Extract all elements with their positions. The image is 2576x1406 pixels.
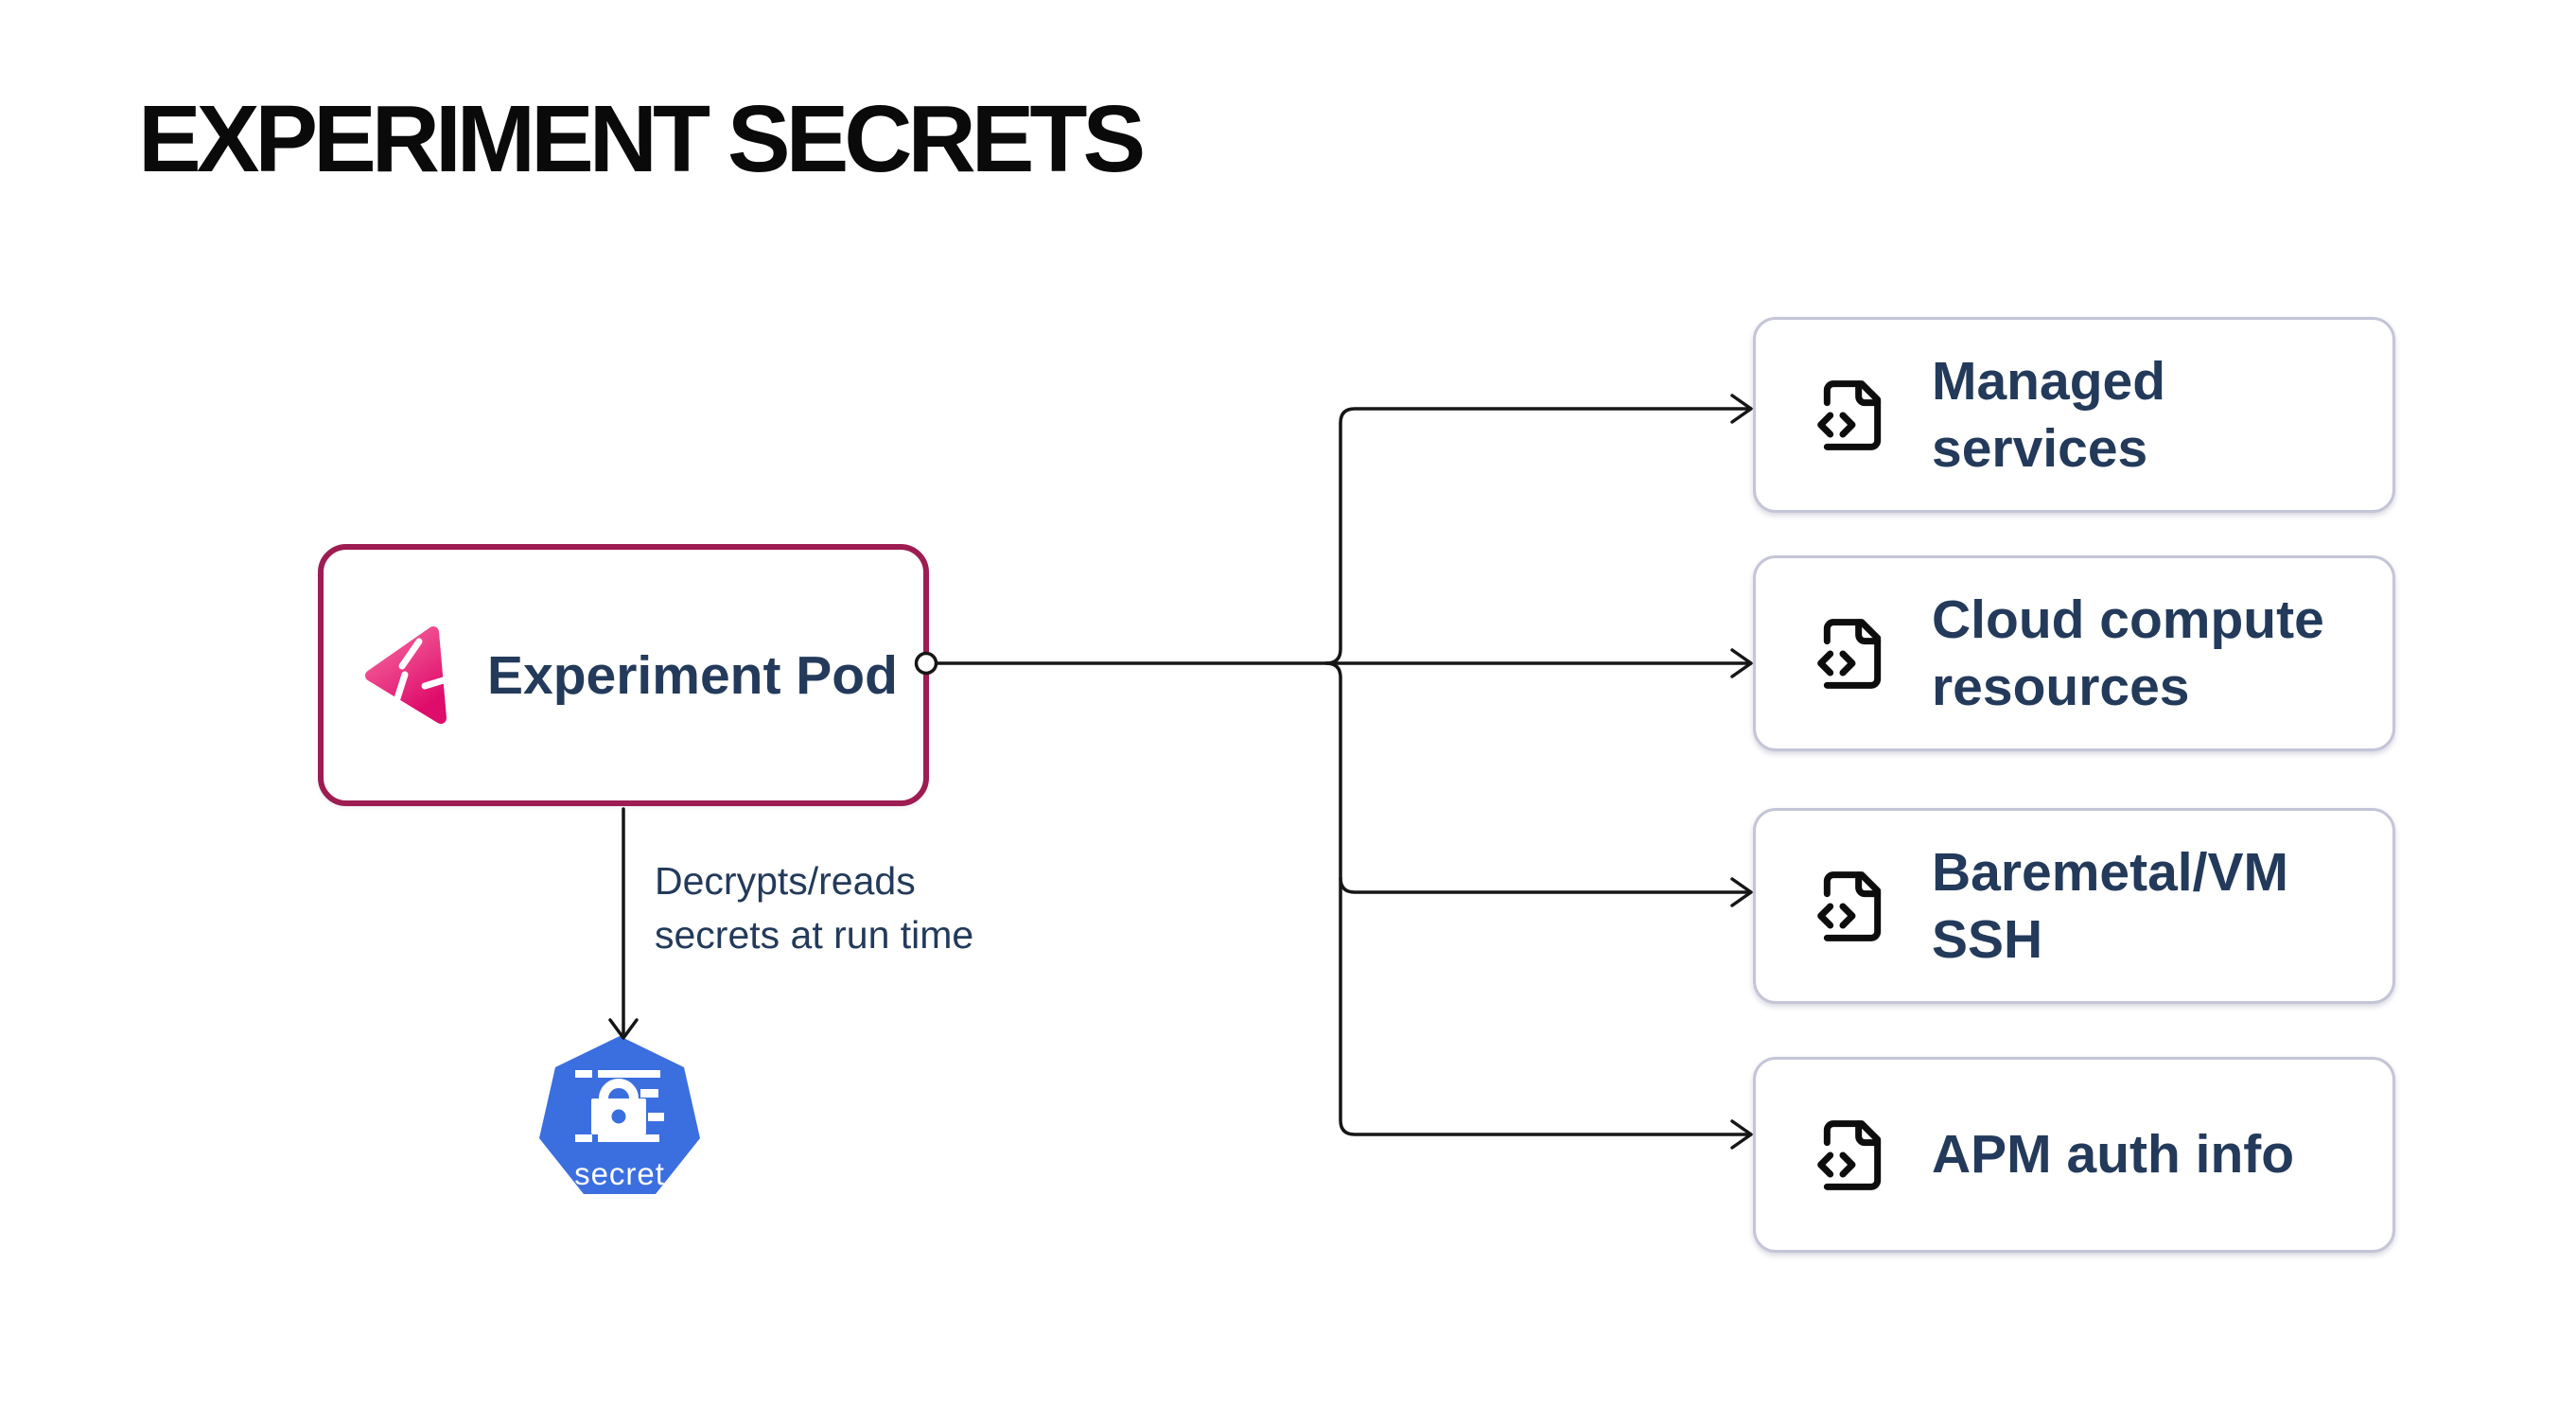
wire-to-managed-services [1324, 407, 1749, 665]
arrowhead-icon [1730, 1119, 1753, 1150]
wire-to-baremetal-ssh [1339, 876, 1749, 894]
target-label: APM auth info [1932, 1124, 2295, 1185]
arrowhead-icon [1730, 877, 1753, 907]
secret-lock-icon [575, 1070, 664, 1142]
edge-label: Decrypts/reads secrets at run time [655, 859, 974, 957]
file-code-icon [1817, 1119, 1882, 1190]
target-box-baremetal-vm-ssh: Baremetal/VM SSH [1753, 808, 2395, 1004]
litmus-chaos-icon [365, 626, 450, 724]
k8s-secret-node: secret [539, 1036, 700, 1194]
target-box-managed-services: Managed services [1753, 317, 2395, 513]
target-box-apm-auth-info: APM auth info [1753, 1057, 2395, 1253]
page-title: EXPERIMENT SECRETS [138, 86, 1146, 192]
experiment-pod-node: Experiment Pod [318, 544, 929, 806]
experiment-pod-label: Experiment Pod [487, 644, 898, 706]
target-label: Cloud compute resources [1932, 589, 2324, 717]
arrowhead-icon [1730, 394, 1753, 424]
file-code-icon [1817, 618, 1882, 689]
target-label: Managed services [1932, 350, 2166, 479]
file-code-icon [1817, 870, 1882, 941]
wire-to-apm-auth [1324, 661, 1749, 1136]
target-label: Baremetal/VM SSH [1932, 841, 2288, 970]
file-code-icon [1817, 379, 1882, 450]
arrowhead-icon [1730, 648, 1753, 678]
target-box-cloud-compute: Cloud compute resources [1753, 555, 2395, 751]
secret-node-label: secret [574, 1156, 665, 1191]
